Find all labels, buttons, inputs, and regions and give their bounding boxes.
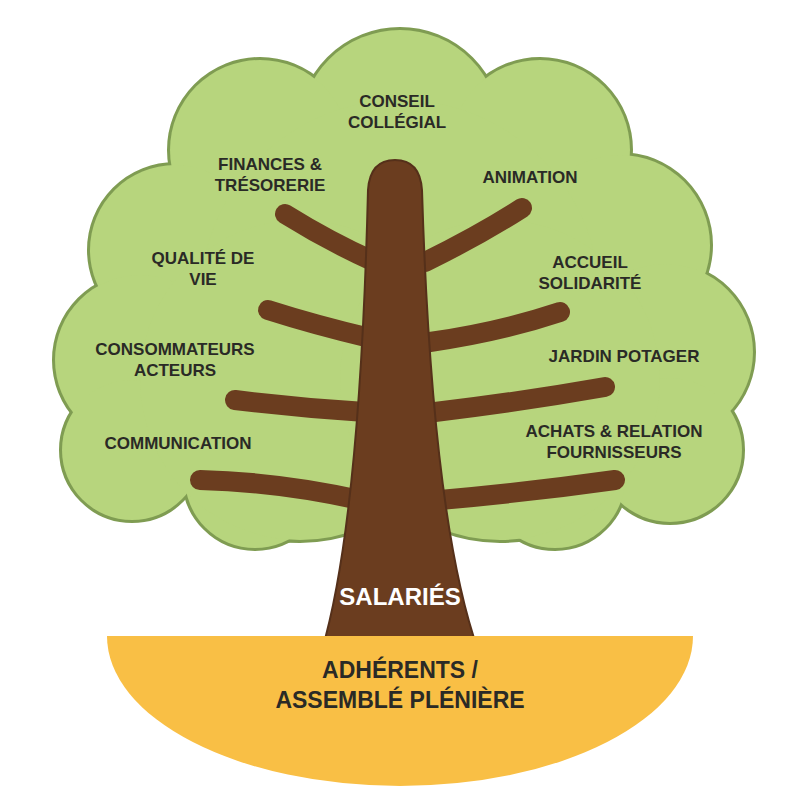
branch-label: ACHATS & RELATION FOURNISSEURS <box>489 422 739 463</box>
trunk-node: SALARIÉS <box>330 575 470 619</box>
branch-label: CONSEIL COLLÉGIAL <box>332 92 462 133</box>
branch-label: FINANCES & TRÉSORERIE <box>175 155 365 196</box>
branch-label: JARDIN POTAGER <box>524 347 724 368</box>
ground-band: ADHÉRENTS / ASSEMBLÉ PLÉNIÈRE <box>107 636 693 786</box>
branch-label: CONSOMMATEURS ACTEURS <box>75 340 275 381</box>
trunk <box>322 160 478 650</box>
branch-label: ACCUEIL SOLIDARITÉ <box>515 253 665 294</box>
band-label: ADHÉRENTS / ASSEMBLÉ PLÉNIÈRE <box>265 656 535 716</box>
trunk-label: SALARIÉS <box>339 581 460 612</box>
branch-label: COMMUNICATION <box>78 434 278 455</box>
branch-label: QUALITÉ DE VIE <box>143 249 263 290</box>
branch-label: ANIMATION <box>455 168 605 189</box>
